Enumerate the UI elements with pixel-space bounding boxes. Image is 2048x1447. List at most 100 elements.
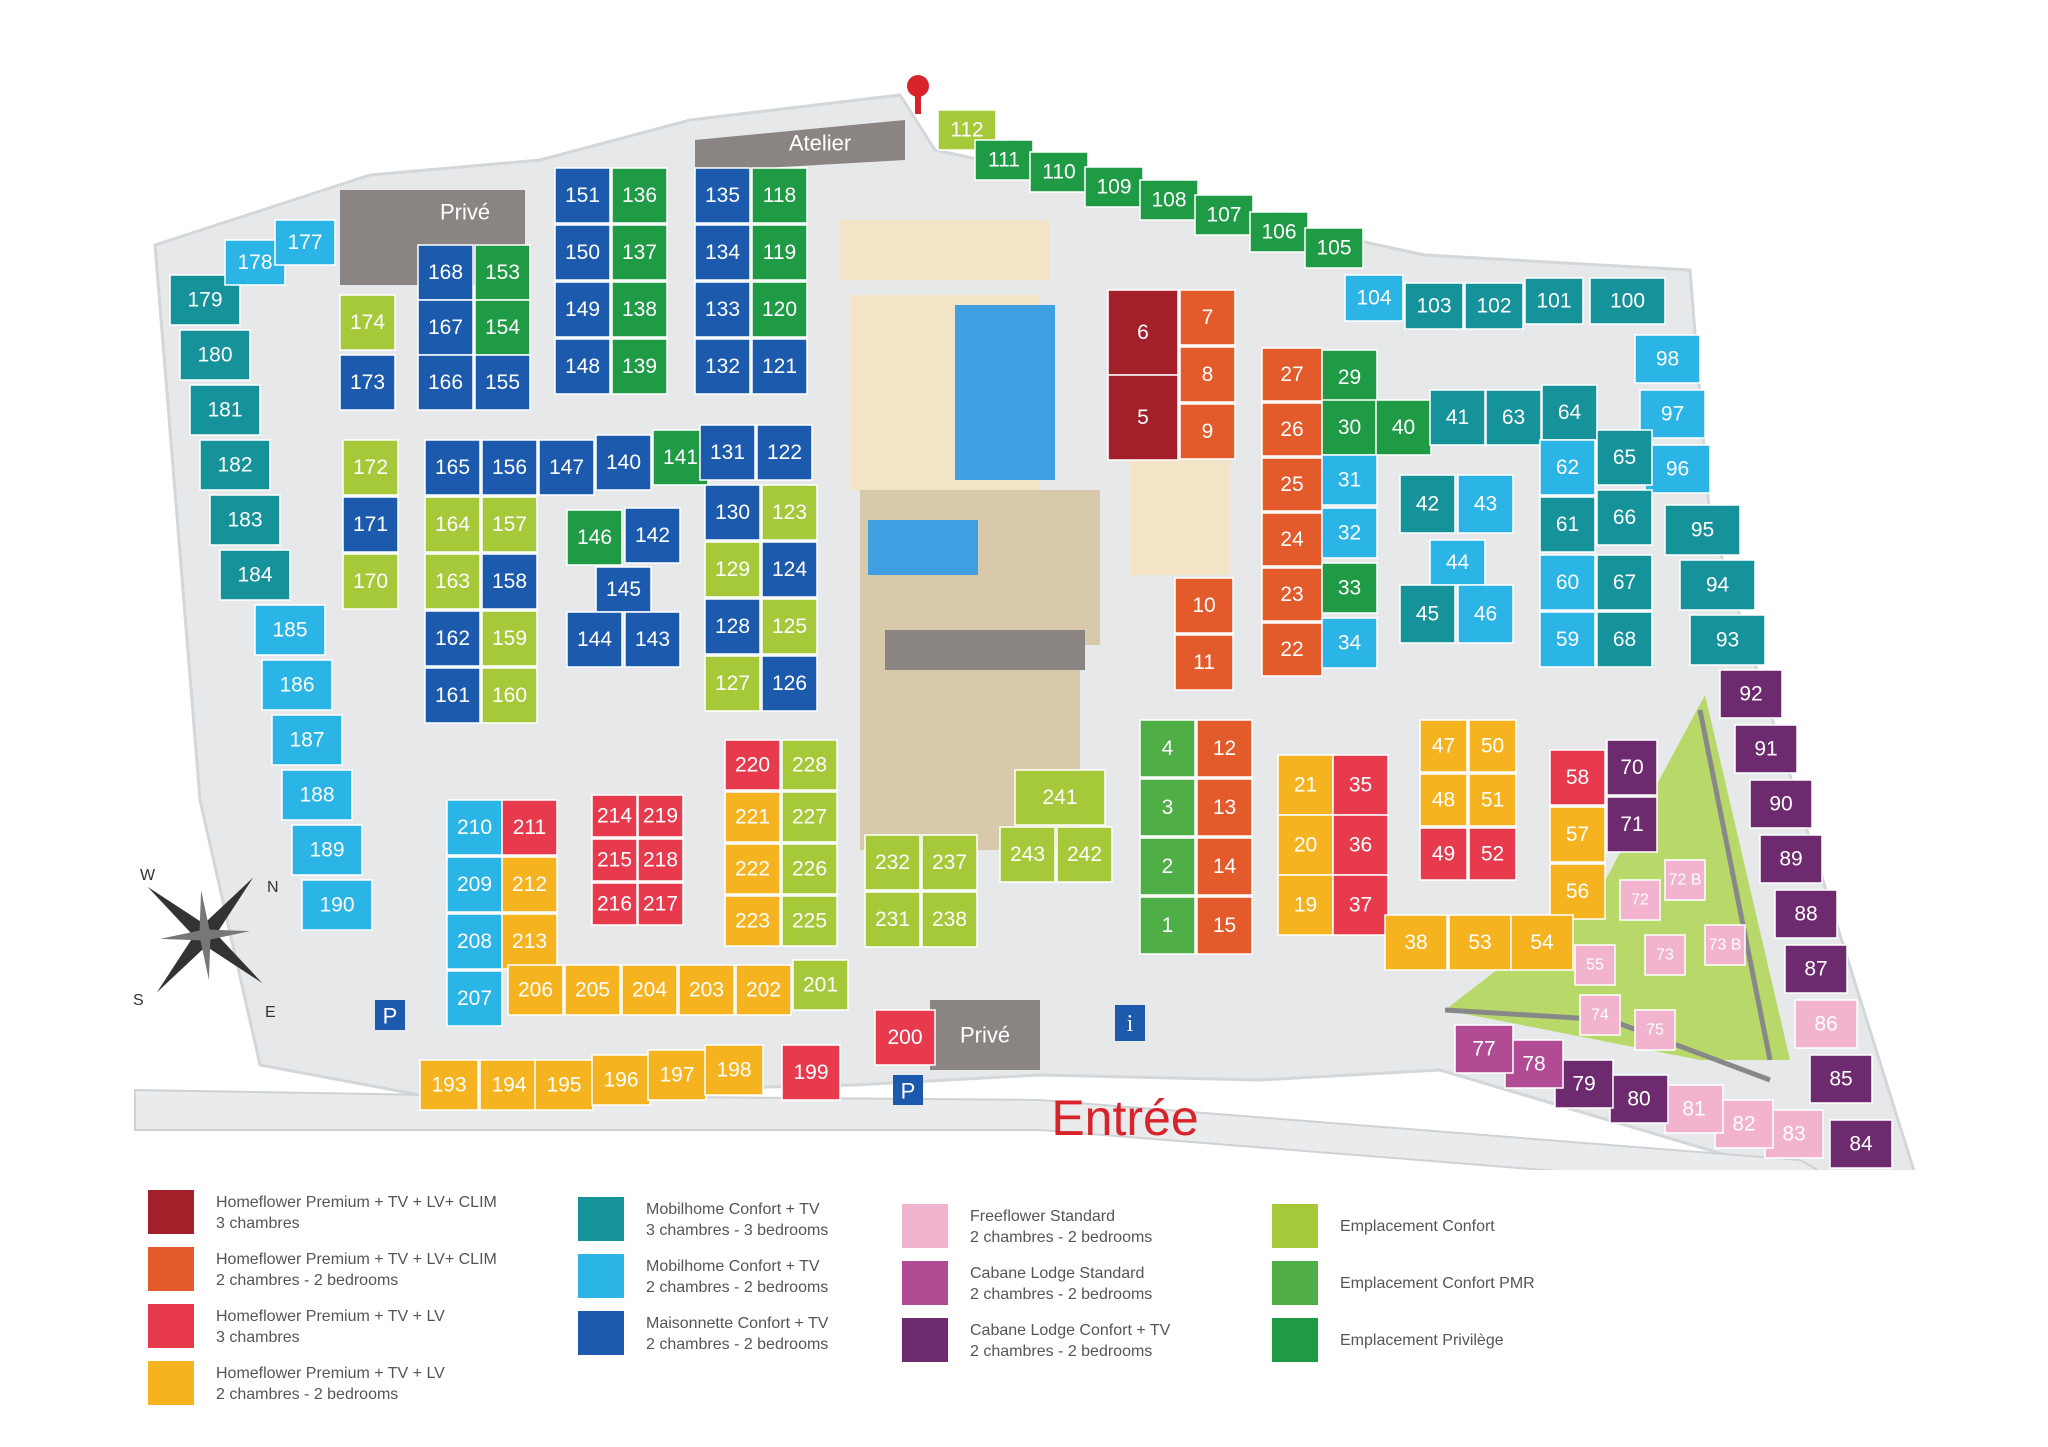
plot-211[interactable] <box>501 799 558 856</box>
plot-89[interactable] <box>1759 834 1823 884</box>
plot-128[interactable] <box>704 598 761 655</box>
plot-226[interactable] <box>781 843 838 895</box>
plot-72B[interactable] <box>1664 859 1706 901</box>
plot-45[interactable] <box>1399 584 1456 644</box>
plot-184[interactable] <box>219 549 291 601</box>
plot-164[interactable] <box>424 496 481 553</box>
plot-36[interactable] <box>1332 814 1389 876</box>
plot-11[interactable] <box>1174 634 1234 691</box>
plot-54[interactable] <box>1510 914 1574 971</box>
plot-72[interactable] <box>1619 879 1661 921</box>
plot-121[interactable] <box>751 338 808 395</box>
plot-51[interactable] <box>1468 773 1517 827</box>
plot-20[interactable] <box>1277 814 1334 876</box>
plot-91[interactable] <box>1734 724 1798 774</box>
plot-48[interactable] <box>1419 773 1468 827</box>
plot-131[interactable] <box>699 424 756 481</box>
plot-150[interactable] <box>554 224 611 281</box>
plot-62[interactable] <box>1539 439 1596 496</box>
plot-68[interactable] <box>1596 611 1653 668</box>
plot-37[interactable] <box>1332 874 1389 936</box>
plot-50[interactable] <box>1468 719 1517 773</box>
plot-118[interactable] <box>751 167 808 224</box>
plot-144[interactable] <box>566 611 623 668</box>
plot-80[interactable] <box>1609 1074 1669 1124</box>
plot-30[interactable] <box>1321 399 1378 456</box>
plot-137[interactable] <box>611 224 668 281</box>
plot-227[interactable] <box>781 791 838 843</box>
plot-217[interactable] <box>637 882 684 926</box>
plot-2[interactable] <box>1139 837 1196 896</box>
plot-140[interactable] <box>595 434 652 491</box>
plot-56[interactable] <box>1549 863 1606 920</box>
plot-22[interactable] <box>1261 622 1323 677</box>
plot-134[interactable] <box>694 224 751 281</box>
plot-231[interactable] <box>864 891 921 948</box>
plot-135[interactable] <box>694 167 751 224</box>
plot-232[interactable] <box>864 834 921 891</box>
plot-145[interactable] <box>595 566 652 613</box>
plot-15[interactable] <box>1196 896 1253 955</box>
plot-82[interactable] <box>1714 1099 1774 1149</box>
plot-130[interactable] <box>704 484 761 541</box>
plot-193[interactable] <box>419 1059 479 1111</box>
plot-182[interactable] <box>199 439 271 491</box>
plot-103[interactable] <box>1404 282 1464 330</box>
plot-242[interactable] <box>1056 826 1113 883</box>
plot-94[interactable] <box>1679 559 1756 611</box>
plot-126[interactable] <box>761 655 818 712</box>
plot-147[interactable] <box>538 439 595 496</box>
plot-46[interactable] <box>1457 584 1514 644</box>
plot-81[interactable] <box>1664 1084 1724 1134</box>
plot-160[interactable] <box>481 667 538 724</box>
plot-141[interactable] <box>652 429 709 486</box>
plot-31[interactable] <box>1321 454 1378 506</box>
plot-133[interactable] <box>694 281 751 338</box>
plot-87[interactable] <box>1784 944 1848 994</box>
plot-186[interactable] <box>261 659 333 711</box>
plot-5[interactable] <box>1107 374 1179 461</box>
plot-67[interactable] <box>1596 554 1653 611</box>
plot-61[interactable] <box>1539 496 1596 553</box>
plot-213[interactable] <box>501 913 558 970</box>
plot-105[interactable] <box>1304 227 1364 269</box>
plot-77[interactable] <box>1454 1024 1514 1074</box>
plot-107[interactable] <box>1194 194 1254 236</box>
plot-170[interactable] <box>342 553 399 610</box>
plot-27[interactable] <box>1261 347 1323 402</box>
plot-208[interactable] <box>446 913 503 970</box>
plot-8[interactable] <box>1179 346 1236 403</box>
plot-21[interactable] <box>1277 754 1334 816</box>
plot-185[interactable] <box>254 604 326 656</box>
plot-204[interactable] <box>621 964 678 1016</box>
plot-38[interactable] <box>1384 914 1448 971</box>
plot-59[interactable] <box>1539 611 1596 668</box>
plot-29[interactable] <box>1321 349 1378 406</box>
plot-6[interactable] <box>1107 289 1179 376</box>
plot-138[interactable] <box>611 281 668 338</box>
plot-166[interactable] <box>417 354 474 411</box>
plot-9[interactable] <box>1179 403 1236 460</box>
plot-174[interactable] <box>339 294 396 351</box>
plot-190[interactable] <box>301 879 373 931</box>
plot-167[interactable] <box>417 299 474 356</box>
plot-100[interactable] <box>1589 277 1666 325</box>
plot-47[interactable] <box>1419 719 1468 773</box>
plot-161[interactable] <box>424 667 481 724</box>
plot-73B[interactable] <box>1704 924 1746 966</box>
plot-122[interactable] <box>756 424 813 481</box>
plot-1[interactable] <box>1139 896 1196 955</box>
plot-139[interactable] <box>611 338 668 395</box>
plot-127[interactable] <box>704 655 761 712</box>
plot-209[interactable] <box>446 856 503 913</box>
plot-57[interactable] <box>1549 806 1606 863</box>
plot-165[interactable] <box>424 439 481 496</box>
plot-212[interactable] <box>501 856 558 913</box>
plot-132[interactable] <box>694 338 751 395</box>
plot-243[interactable] <box>999 826 1056 883</box>
plot-206[interactable] <box>507 964 564 1016</box>
plot-157[interactable] <box>481 496 538 553</box>
plot-180[interactable] <box>179 329 251 381</box>
plot-53[interactable] <box>1448 914 1512 971</box>
plot-228[interactable] <box>781 739 838 791</box>
